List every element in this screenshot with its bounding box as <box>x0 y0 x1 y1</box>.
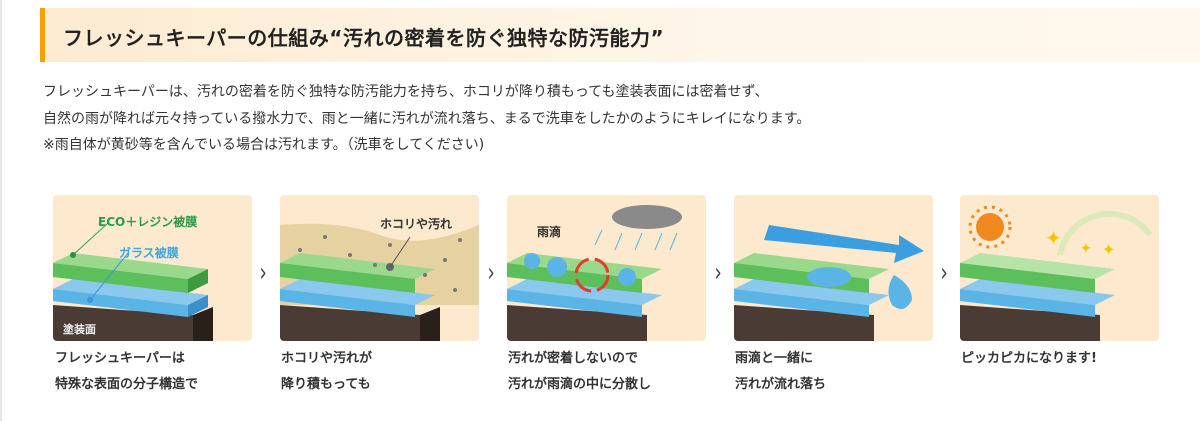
caption-line: 特殊な表面の分子構造で <box>55 377 199 392</box>
section-header: フレッシュキーパーの仕組み“汚れの密着を防ぐ独特な防汚能力” <box>40 8 1200 62</box>
step-2-illustration: ホコリや汚れ <box>280 195 479 341</box>
description-line: フレッシュキーパーは、汚れの密着を防ぐ独特な防汚能力を持ち、ホコリが降り積もって… <box>43 84 769 100</box>
caption-line: 汚れが密着しないので <box>508 351 639 366</box>
caption-line: 降り積もっても <box>281 377 371 392</box>
description-line: ※雨自体が黄砂等を含んでいる場合は汚れます。（洗車をしてください) <box>43 137 485 153</box>
label-raindrop: 雨滴 <box>537 225 562 239</box>
step-3-illustration: 雨滴 <box>507 195 706 341</box>
step-3-caption: 汚れが密着しないので汚れが雨滴の中に分散し <box>508 346 651 398</box>
step-1-caption: フレッシュキーパーは特殊な表面の分子構造で <box>55 346 198 398</box>
step-1-illustration: ECO＋レジン被膜 ガラス被膜 塗装面 <box>53 195 252 341</box>
description: フレッシュキーパーは、汚れの密着を防ぐ独特な防汚能力を持ち、ホコリが降り積もって… <box>43 79 810 159</box>
caption-line: ピッカピカになります! <box>961 351 1097 366</box>
caption-line: ホコリや汚れが <box>281 351 373 366</box>
step-5-caption: ピッカピカになります! <box>961 346 1097 372</box>
chevron-right-icon: › <box>259 258 267 288</box>
caption-line: 汚れが雨滴の中に分散し <box>508 377 652 392</box>
label-dust: ホコリや汚れ <box>380 217 453 231</box>
chevron-right-icon: › <box>487 258 495 288</box>
label-paint: 塗装面 <box>63 323 96 336</box>
caption-line: 雨滴と一緒に <box>735 351 814 366</box>
step-5-illustration: ✦ ✦ ✦ <box>960 195 1159 341</box>
step-2-caption: ホコリや汚れが降り積もっても <box>281 346 372 398</box>
page-edge <box>0 0 2 421</box>
caption-line: 汚れが流れ落ち <box>735 377 827 392</box>
step-4-caption: 雨滴と一緒に汚れが流れ落ち <box>735 346 826 398</box>
caption-line: フレッシュキーパーは <box>55 351 185 366</box>
svg-text:✦: ✦ <box>1080 241 1092 257</box>
label-glass: ガラス被膜 <box>119 246 179 260</box>
svg-text:✦: ✦ <box>1045 226 1062 250</box>
chevron-right-icon: › <box>714 258 722 288</box>
section-title: フレッシュキーパーの仕組み“汚れの密着を防ぐ独特な防汚能力” <box>63 26 665 50</box>
label-eco-resin: ECO＋レジン被膜 <box>98 215 198 229</box>
chevron-right-icon: › <box>940 258 948 288</box>
description-line: 自然の雨が降れば元々持っている撥水力で、雨と一緒に汚れが流れ落ち、まるで洗車をし… <box>43 110 811 127</box>
step-4-illustration <box>734 195 933 341</box>
svg-text:✦: ✦ <box>1102 240 1115 259</box>
